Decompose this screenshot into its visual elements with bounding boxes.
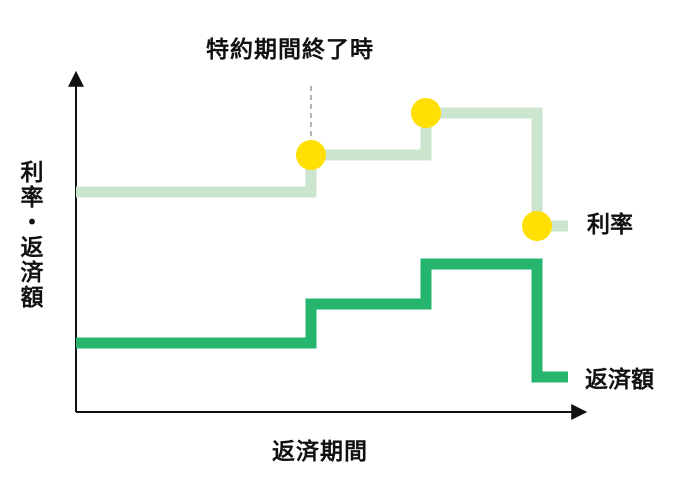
rate-change-marker bbox=[296, 140, 326, 170]
rate-change-marker bbox=[522, 211, 552, 241]
rate-series-label: 利率 bbox=[587, 212, 633, 238]
rate-change-marker bbox=[411, 98, 441, 128]
x-axis-label: 返済期間 bbox=[272, 439, 368, 465]
payment-series-label: 返済額 bbox=[585, 367, 654, 393]
rate-step-line bbox=[76, 107, 568, 232]
special-period-end-annotation: 特約期間終了時 bbox=[206, 37, 374, 63]
payment-step-line bbox=[76, 258, 568, 383]
y-axis-label: 利率・返済額 bbox=[16, 160, 42, 310]
